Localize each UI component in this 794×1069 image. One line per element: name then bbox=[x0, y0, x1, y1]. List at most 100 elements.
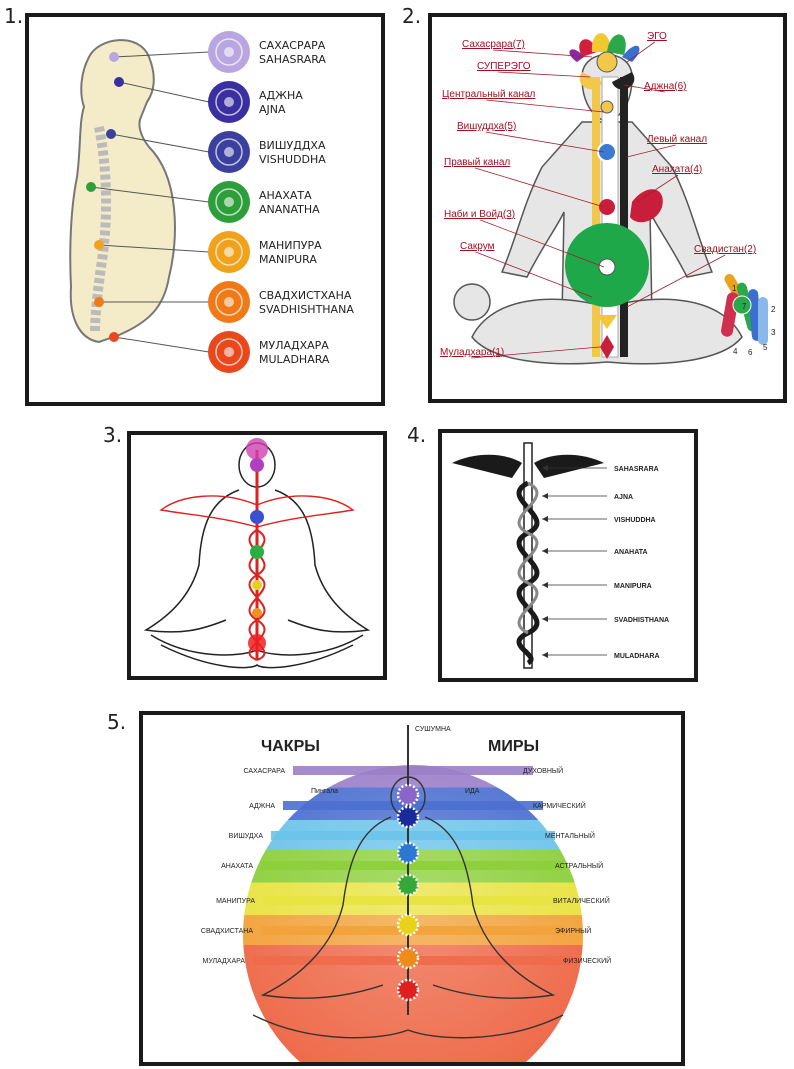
world-band bbox=[261, 861, 565, 870]
caduceus-label: MULADHARA bbox=[614, 653, 660, 660]
leader-line bbox=[498, 72, 590, 77]
channel-label: Наби и Войд(3) bbox=[444, 208, 515, 220]
right-wing bbox=[534, 455, 604, 478]
chakra-name-en: SAHASRARA bbox=[259, 53, 326, 66]
chakra-center bbox=[224, 147, 234, 157]
anahata-dot bbox=[599, 199, 615, 215]
panel-5-diagram: САХАСРАРААДЖНАВИШУДХААНАХАТАМАНИПУРАСВАД… bbox=[143, 715, 681, 1062]
arrow-head bbox=[542, 516, 548, 522]
panel-number-1: 1. bbox=[4, 4, 23, 28]
caduceus-leader-lines bbox=[542, 465, 607, 658]
channel-label: Сахасрара(7) bbox=[462, 39, 525, 50]
finger-number: 6 bbox=[748, 348, 753, 357]
chakra-label: ВИШУДХА bbox=[229, 833, 264, 840]
arrow-head bbox=[542, 493, 548, 499]
panel-3-diagram bbox=[131, 435, 383, 676]
channel-label: Левый канал bbox=[647, 134, 707, 145]
finger-number: 5 bbox=[763, 343, 768, 352]
chakra-center bbox=[224, 197, 234, 207]
chakra-label: СВАДХИСТАНА bbox=[201, 928, 253, 935]
chakra-name-en: ANANATHA bbox=[259, 203, 320, 216]
body-chakra-point bbox=[86, 182, 96, 192]
world-label: КАРМИЧЕСКИЙ bbox=[533, 801, 586, 810]
chakra-center bbox=[224, 97, 234, 107]
world-label: ДУХОВНЫЙ bbox=[523, 766, 563, 775]
chakra-center bbox=[224, 297, 234, 307]
spine-chakra bbox=[398, 807, 418, 827]
chakra-name-en: VISHUDDHA bbox=[259, 153, 326, 166]
panel-1-diagram: САХАСРАРАSAHASRARAАДЖНАAJNAВИШУДДХАVISHU… bbox=[29, 17, 381, 402]
caduceus-label: ANAHATA bbox=[614, 549, 648, 556]
chakra-label: МАНИПУРА bbox=[216, 898, 255, 905]
heading-worlds: МИРЫ bbox=[488, 738, 539, 755]
left-channel bbox=[620, 77, 628, 357]
chakra-name-en: MULADHARA bbox=[259, 353, 330, 366]
vishuddhi-dot bbox=[598, 143, 616, 161]
world-label: ФИЗИЧЕСКИЙ bbox=[563, 956, 611, 965]
channel-label: ЭГО bbox=[647, 31, 667, 42]
world-label: МЕНТАЛЬНЫЙ bbox=[545, 831, 595, 840]
arrow-head bbox=[542, 582, 548, 588]
panel-4-caduceus: SAHASRARAAJNAVISHUDDHAANAHATAMANIPURASVA… bbox=[438, 429, 698, 682]
finger-number: 4 bbox=[733, 347, 738, 356]
finger-number: 2 bbox=[771, 305, 776, 314]
chakra-name-ru: МУЛАДХАРА bbox=[259, 339, 329, 352]
chakra-name-en: MANIPURA bbox=[259, 253, 317, 266]
chakra-label: МУЛАДХАРА bbox=[203, 958, 246, 965]
label-ida: ИДА bbox=[465, 788, 480, 795]
chakra-name-ru: СВАДХИСТХАНА bbox=[259, 289, 352, 302]
body-chakra-point bbox=[114, 77, 124, 87]
panel-4-diagram: SAHASRARAAJNAVISHUDDHAANAHATAMANIPURASVA… bbox=[442, 433, 694, 678]
spine-chakra bbox=[398, 875, 418, 895]
channel-label: Вишуддха(5) bbox=[457, 121, 516, 132]
caduceus-label: VISHUDDHA bbox=[614, 517, 656, 524]
chakra-label: САХАСРАРА bbox=[243, 768, 285, 775]
left-hand bbox=[454, 284, 490, 320]
crown-glow bbox=[246, 438, 268, 460]
spine-chakra bbox=[398, 843, 418, 863]
root-glow bbox=[248, 634, 266, 652]
panel-2-diagram: Сахасрара(7) СУПЕРЭГО ЭГО Аджна(6) Центральн… bbox=[432, 17, 783, 399]
chakra-center bbox=[224, 247, 234, 257]
caduceus-labels: SAHASRARAAJNAVISHUDDHAANAHATAMANIPURASVA… bbox=[614, 466, 669, 660]
panel-number-3: 3. bbox=[103, 423, 122, 447]
panel-number-5: 5. bbox=[107, 710, 126, 734]
chakra-name-ru: ВИШУДДХА bbox=[259, 139, 326, 152]
chakra-name-ru: АДЖНА bbox=[259, 89, 303, 102]
channel-label: Сакрум bbox=[460, 241, 495, 252]
channel-label: Муладхара(1) bbox=[440, 347, 504, 358]
caduceus-label: SVADHISTHANA bbox=[614, 617, 669, 624]
body-chakra-point bbox=[109, 52, 119, 62]
channel-label: Правый канал bbox=[444, 157, 510, 168]
heading-chakras: ЧАКРЫ bbox=[261, 738, 320, 755]
connector-line bbox=[114, 337, 209, 352]
chakra-center bbox=[224, 47, 234, 57]
channel-label: Центральный канал bbox=[442, 89, 536, 100]
chakra-label: АДЖНА bbox=[249, 803, 275, 810]
world-label: ВИТАЛИЧЕСКИЙ bbox=[553, 896, 610, 905]
channel-label: Аджна(6) bbox=[644, 81, 687, 92]
label-sushumna: СУШУМНА bbox=[415, 726, 451, 733]
caduceus-label: AJNA bbox=[614, 494, 633, 501]
chakra-name-ru: САХАСРАРА bbox=[259, 39, 326, 52]
world-band bbox=[271, 831, 555, 840]
throat-glow bbox=[250, 510, 264, 524]
ajna-glow bbox=[250, 458, 264, 472]
finger-number: 3 bbox=[771, 328, 776, 337]
nabhi-dot bbox=[599, 259, 615, 275]
arrow-head bbox=[542, 652, 548, 658]
left-wing bbox=[452, 455, 522, 478]
finger-number: 7 bbox=[742, 302, 747, 311]
panel-1-side-body-chakras: САХАСРАРАSAHASRARAАДЖНАAJNAВИШУДДХАVISHU… bbox=[25, 13, 385, 406]
chakra-name-ru: АНАХАТА bbox=[259, 189, 312, 202]
panel-3-kundalini-figure bbox=[127, 431, 387, 680]
arrow-head bbox=[542, 616, 548, 622]
spine-chakra bbox=[398, 785, 418, 805]
panel-number-2: 2. bbox=[402, 4, 421, 28]
sacral-glow bbox=[252, 608, 262, 618]
chakra-name-ru: МАНИПУРА bbox=[259, 239, 322, 252]
chakra-center bbox=[224, 347, 234, 357]
body-chakra-point bbox=[94, 240, 104, 250]
channel-label: СУПЕРЭГО bbox=[477, 61, 531, 72]
world-band bbox=[263, 896, 563, 905]
